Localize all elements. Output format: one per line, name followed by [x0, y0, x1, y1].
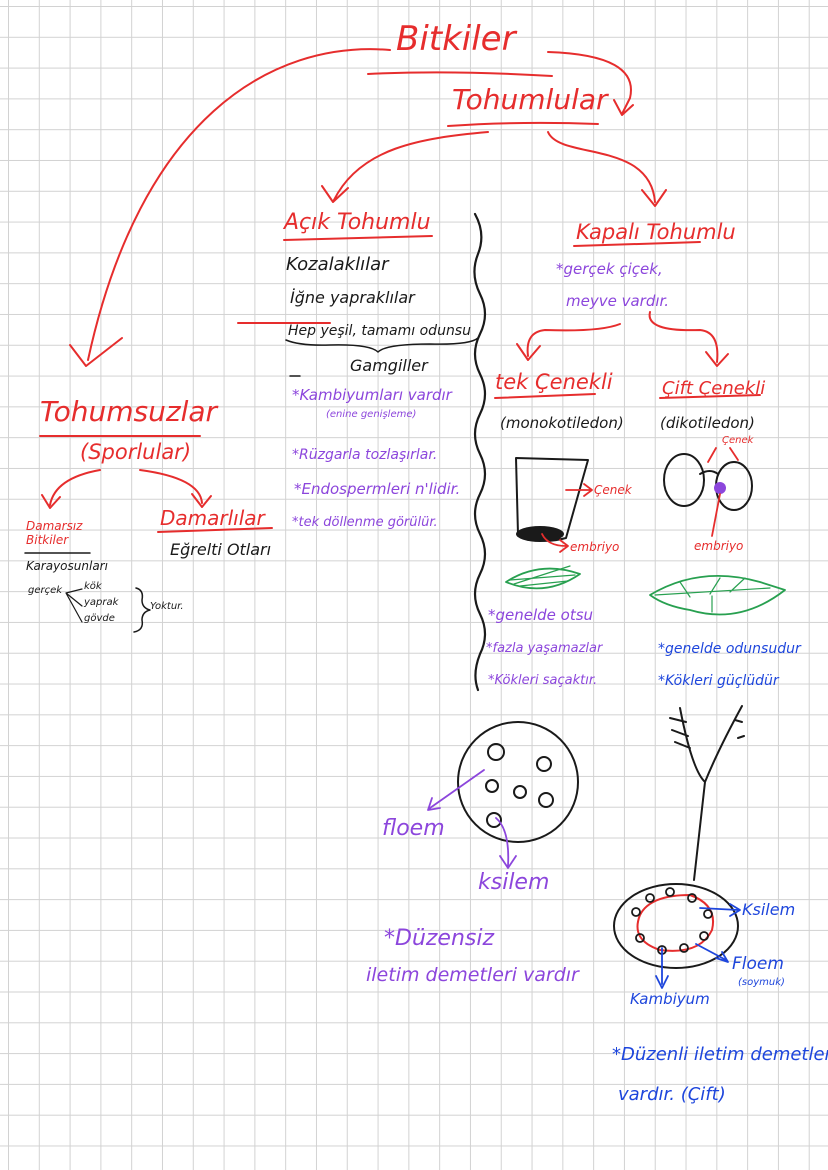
dicot-floem-label: Floem [732, 954, 784, 974]
title-to-seeded-arrow [547, 51, 634, 116]
seeded-to-gymno-arrow [321, 131, 489, 203]
monocot-floem-label: floem [382, 816, 445, 841]
monocot-latin: (monokotiledon) [500, 414, 624, 432]
angio-to-dicot-arrow [648, 311, 729, 367]
gymno-example-2: İğne yapraklılar [290, 288, 415, 307]
monocot-leaf-veins [509, 565, 576, 587]
monocot-embryo-label: embriyo [570, 540, 620, 554]
gymno-brace [285, 337, 479, 353]
angio-underline [573, 241, 701, 247]
vascular-underline [157, 527, 273, 533]
angio-title: Kapalı Tohumlu [576, 220, 736, 244]
seeded-title: Tohumlular [452, 83, 608, 116]
seedless-subtitle: (Sporlular) [80, 440, 192, 464]
monocot-ksilem-label: ksilem [478, 870, 550, 895]
monocot-underline [494, 393, 596, 399]
gymno-example-1: Kozalaklılar [286, 254, 389, 275]
monocot-cotyledon-label: Çenek [594, 483, 632, 497]
organ-2: yaprak [84, 597, 119, 608]
organ-note: Yoktur. [150, 601, 184, 612]
organ-brace [133, 587, 151, 633]
monocot-title: tek Çenekli [495, 370, 613, 394]
seeded-to-angio-arrow [547, 131, 667, 207]
monocot-fact-3: *Kökleri saçaktır. [488, 673, 598, 688]
dicot-embryo-label: embriyo [694, 539, 744, 553]
dicot-floem-sub: (soymuk) [738, 977, 785, 988]
dicot-cambium-ring [636, 894, 714, 952]
gymno-title: Açık Tohumlu [284, 210, 431, 235]
dicot-ksilem-arrow [699, 903, 741, 917]
gymno-fact-1-note: (enine genişleme) [326, 409, 417, 420]
dicot-floem-arrow [695, 943, 729, 963]
gymno-fact-1: *Kambiyumları vardır [292, 386, 452, 404]
dicot-fact-2: *Kökleri güçlüdür [658, 673, 779, 689]
seedless-to-nonvascular-arrow [41, 469, 101, 509]
title-to-seedless-arrow [69, 48, 391, 367]
dicot-leaf-veins [654, 577, 771, 613]
vascular-title: Damarlılar [160, 506, 265, 530]
dicot-latin: (dikotiledon) [660, 414, 755, 432]
dicot-seed-left [663, 453, 705, 507]
organ-3: gövde [84, 613, 115, 624]
monocot-fact-1: *genelde otsu [488, 606, 594, 624]
monocot-bundle-note-1: *Düzensiz [384, 926, 495, 951]
organ-1: kök [84, 581, 102, 592]
monocot-ksilem-arrow [495, 817, 517, 869]
monocot-floem-arrow [427, 769, 485, 811]
dicot-cotyledon-arrow [707, 447, 739, 463]
angio-note-2: meyve vardır. [566, 292, 670, 310]
monocot-fact-2: *fazla yaşamazlar [486, 641, 603, 656]
dicot-stem-section [613, 883, 739, 969]
organ-prefix: gerçek [28, 585, 63, 596]
gymno-example-3: Hep yeşil, tamamı odunsu [288, 323, 471, 339]
dicot-title: Çift Çenekli [662, 378, 766, 399]
seedless-title: Tohumsuzlar [40, 395, 218, 428]
dicot-cambium-arrow [655, 947, 669, 989]
angio-note-1: *gerçek çiçek, [556, 260, 663, 278]
dicot-bundle-note-2: vardır. (Çift) [618, 1084, 726, 1105]
nonvascular-title: Damarsız Bitkiler [26, 519, 83, 547]
nonvascular-example: Karayosunları [26, 559, 108, 573]
gymno-fact-4: *tek döllenme görülür. [292, 515, 438, 530]
gymno-fact-3: *Endospermleri n'lidir. [294, 480, 461, 498]
dicot-taproot [669, 705, 745, 881]
monocot-embryo-arrow [541, 533, 569, 553]
dicot-embryo-arrow [711, 493, 721, 537]
dicot-underline [659, 394, 761, 399]
gymno-underline [283, 235, 433, 241]
seedless-to-vascular-arrow [139, 469, 212, 508]
monocot-leaf [505, 567, 581, 590]
monocot-embryo-blob [516, 526, 564, 542]
gymno-example-4: Gamgiller [350, 356, 428, 375]
organ-ticks [65, 588, 83, 623]
dicot-seed-notch [699, 470, 719, 475]
dicot-ksilem-label: Ksilem [742, 900, 796, 919]
dicot-fact-1: *genelde odunsudur [658, 641, 801, 657]
dicot-leaf [649, 574, 786, 616]
monocot-bundle-note-2: iletim demetleri vardır [366, 964, 579, 986]
vascular-example: Eğrelti Otları [170, 540, 272, 559]
wavy-divider [473, 212, 487, 692]
monocot-stem-section [457, 721, 579, 843]
dicot-cotyledon-label: Çenek [722, 435, 754, 446]
dicot-embryo-dot [714, 482, 726, 494]
gymno-fact-2: *Rüzgarla tozlaşırlar. [292, 447, 438, 463]
monocot-cotyledon-arrow [565, 483, 593, 497]
seeded-underline [447, 121, 599, 127]
title-bitkiler: Bitkiler [396, 19, 516, 59]
dicot-cambium-label: Kambiyum [630, 990, 710, 1008]
title-underline [367, 71, 553, 77]
dicot-bundle-note-1: *Düzenli iletim demetleri [612, 1044, 828, 1065]
angio-to-monocot-arrow [516, 323, 621, 361]
monocot-bundles [485, 743, 554, 828]
